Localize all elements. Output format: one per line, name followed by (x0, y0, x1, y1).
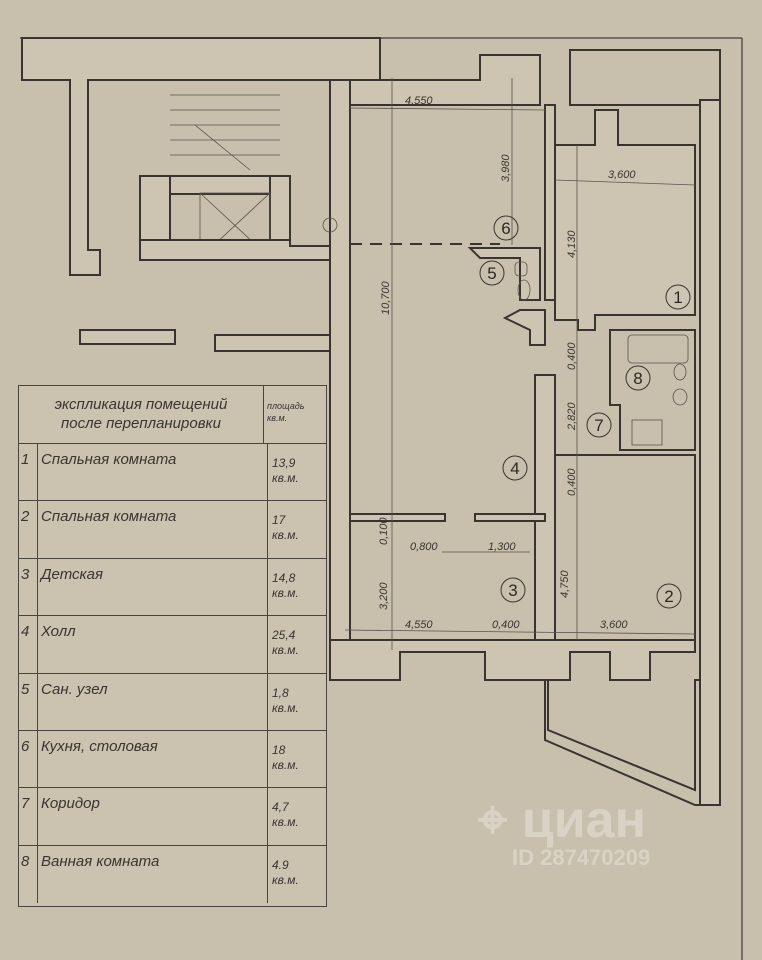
room-name: Холл (38, 616, 268, 673)
room-legend-table: экспликация помещений после перепланиров… (18, 385, 327, 907)
legend-title-line1: экспликация помещений (54, 396, 228, 413)
legend-title-line2: после перепланировки (61, 415, 221, 432)
dim-hall-length: 10,700 (380, 280, 392, 315)
room-area-value: 4.9 (272, 857, 289, 872)
room-number: 5 (19, 673, 38, 730)
room-markers: 1 2 3 4 5 6 7 8 (479, 215, 691, 609)
room-area-unit: кв.м. (272, 585, 299, 600)
room-marker-1: 1 (665, 284, 691, 310)
room-name: Коридор (38, 788, 268, 845)
room-area-unit: кв.м. (272, 643, 299, 658)
room-area-value: 18 (272, 742, 286, 757)
svg-text:7: 7 (594, 416, 603, 435)
room-number: 7 (19, 788, 38, 845)
location-pin-icon: ⌖ (478, 791, 508, 849)
room-name: Кухня, столовая (38, 730, 268, 788)
room-marker-2: 2 (656, 583, 682, 609)
fixtures (322, 217, 689, 446)
dim-wall-a: 0,400 (566, 342, 578, 370)
room-area-unit: кв.м. (272, 471, 299, 485)
legend-title: экспликация помещений после перепланиров… (19, 386, 264, 443)
area-header-label: площадь (267, 401, 305, 411)
dim-door-width: 1,300 (488, 541, 516, 553)
dim-room1-depth: 4,130 (566, 230, 578, 258)
dim-wall-c: 0,400 (492, 619, 520, 631)
room-number: 4 (19, 616, 38, 673)
room-marker-7: 7 (586, 412, 612, 438)
svg-text:3: 3 (508, 581, 517, 600)
dim-room2-width: 3,600 (600, 619, 628, 631)
room-name: Сан. узел (38, 673, 268, 730)
room-number: 3 (19, 558, 38, 616)
dim-kitchen-width: 4,550 (405, 95, 433, 107)
room-number: 2 (19, 501, 38, 558)
room-name: Ванная комната (38, 845, 268, 904)
room-name: Детская (38, 558, 268, 616)
room-number: 8 (19, 845, 38, 904)
area-header-unit: кв.м. (267, 413, 288, 423)
room-area-value: 4,7 (272, 800, 289, 815)
room-marker-3: 3 (500, 577, 526, 603)
svg-text:2: 2 (664, 587, 673, 606)
watermark-id: ID 287470209 (512, 845, 651, 870)
room-area-unit: кв.м. (272, 872, 299, 887)
dim-room1-width: 3,600 (608, 169, 636, 181)
svg-text:1: 1 (673, 288, 682, 307)
room-marker-6: 6 (493, 215, 519, 241)
svg-text:8: 8 (633, 369, 642, 388)
room-area-value: 17 (272, 513, 286, 528)
dim-room2-depth: 4,750 (559, 570, 571, 598)
room-marker-5: 5 (479, 260, 505, 286)
room-area-value: 13,9 (272, 456, 296, 470)
room-name: Спальная комната (38, 444, 268, 501)
svg-text:4: 4 (510, 459, 519, 478)
dim-room3-depth: 3,200 (378, 582, 390, 610)
dimension-labels: 4,550 3,980 10,700 3,600 4,130 0,400 2,8… (378, 95, 636, 631)
room-marker-4: 4 (502, 455, 528, 481)
room-area-value: 1,8 (272, 685, 289, 700)
svg-text:5: 5 (487, 264, 496, 283)
room-number: 1 (19, 444, 38, 501)
room-area-unit: кв.м. (272, 757, 299, 772)
legend-area-header: площадь кв.м. (264, 386, 305, 443)
stairwell (21, 37, 381, 352)
room-name: Спальная комната (38, 501, 268, 558)
svg-text:6: 6 (501, 219, 510, 238)
dim-wall-b: 0,400 (566, 468, 578, 496)
room-area-unit: кв.м. (272, 815, 299, 830)
watermark-logo: ⌖ циан (478, 790, 646, 851)
legend-header: экспликация помещений после перепланиров… (19, 386, 326, 444)
room-area-value: 25,4 (272, 628, 296, 643)
dim-wall-d: 0,100 (378, 517, 390, 545)
dim-door-offset: 0,800 (410, 541, 438, 553)
dim-corridor: 2,820 (566, 402, 578, 431)
room-number: 6 (19, 730, 38, 788)
dim-kitchen-depth: 3,980 (500, 154, 512, 182)
apartment-walls (329, 49, 721, 806)
room-area-value: 14,8 (272, 570, 296, 585)
dim-room3-width: 4,550 (405, 619, 433, 631)
room-area-unit: кв.м. (272, 528, 299, 543)
watermark-brand: циан (521, 791, 646, 849)
room-area-unit: кв.м. (272, 700, 299, 715)
room-marker-8: 8 (625, 365, 651, 391)
